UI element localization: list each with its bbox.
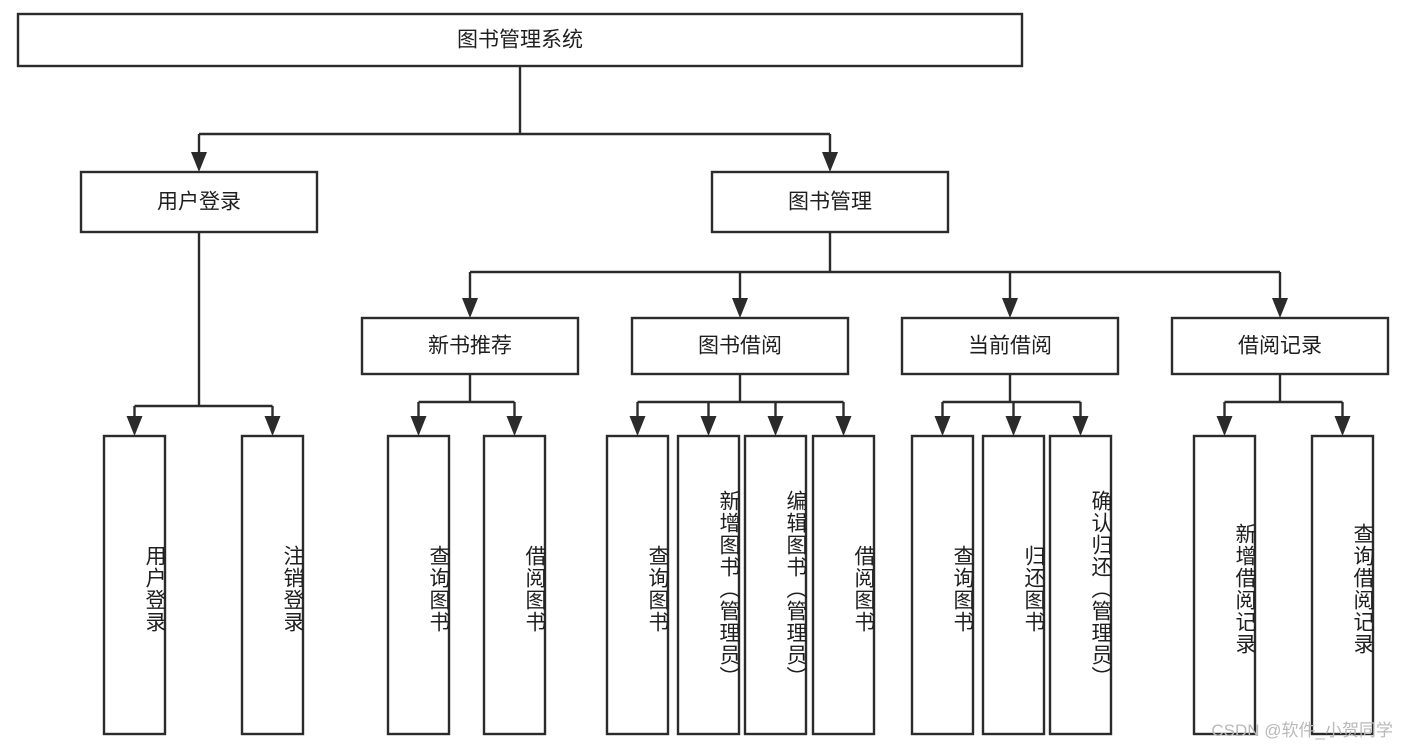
arrow-head-icon <box>700 416 717 436</box>
watermark-text: CSDN @软件_小贺同学 <box>1211 721 1393 740</box>
arrow-head-icon <box>767 416 784 436</box>
node-box-leaf-return-book[interactable] <box>981 434 1046 736</box>
node-box-root[interactable] <box>16 12 1024 68</box>
arrow-head-icon <box>462 298 478 318</box>
node-leaf-add-borrow-record[interactable] <box>1192 434 1257 736</box>
node-leaf-borrow-book-recommend[interactable] <box>482 434 547 736</box>
arrow-head-icon <box>1216 416 1233 436</box>
node-box-leaf-borrow-book-recommend[interactable] <box>482 434 547 736</box>
arrow-head-icon <box>126 416 143 436</box>
arrow-head-icon <box>1334 416 1351 436</box>
node-leaf-edit-book-admin[interactable] <box>743 434 808 736</box>
arrow-head-icon <box>1072 416 1089 436</box>
node-root[interactable]: 图书管理系统 <box>16 12 1024 68</box>
node-borrow-record[interactable]: 借阅记录 <box>1170 316 1390 376</box>
node-leaf-add-book-admin[interactable] <box>676 434 741 736</box>
node-label-current-borrow: 当前借阅 <box>968 335 1052 358</box>
node-box-book-borrow[interactable] <box>630 316 850 376</box>
node-box-leaf-user-login[interactable] <box>102 434 167 736</box>
arrow-head-icon <box>732 298 748 318</box>
node-label-book-borrow: 图书借阅 <box>698 335 782 358</box>
arrow-head-icon <box>934 416 951 436</box>
node-label-borrow-record: 借阅记录 <box>1238 335 1322 358</box>
node-leaf-confirm-return-admin[interactable] <box>1048 434 1113 736</box>
node-box-leaf-query-book-recommend[interactable] <box>386 434 451 736</box>
node-box-leaf-borrow-book[interactable] <box>811 434 876 736</box>
arrow-head-icon <box>264 416 281 436</box>
node-box-leaf-query-borrow-record[interactable] <box>1310 434 1375 736</box>
node-box-leaf-query-book-borrow[interactable] <box>605 434 670 736</box>
node-box-user-login[interactable] <box>79 170 319 234</box>
arrow-head-icon <box>410 416 427 436</box>
node-box-leaf-query-book-current[interactable] <box>910 434 975 736</box>
arrow-head-icon <box>822 152 838 172</box>
arrow-head-icon <box>506 416 523 436</box>
node-book-manage[interactable]: 图书管理 <box>710 170 950 234</box>
node-label-root: 图书管理系统 <box>457 29 583 52</box>
arrow-head-icon <box>835 416 852 436</box>
arrow-head-icon <box>191 152 207 172</box>
node-label-user-login: 用户登录 <box>157 191 241 214</box>
node-box-leaf-edit-book-admin[interactable] <box>743 434 808 736</box>
node-new-book-recommend[interactable]: 新书推荐 <box>360 316 580 376</box>
node-box-leaf-logout-login[interactable] <box>240 434 305 736</box>
node-box-borrow-record[interactable] <box>1170 316 1390 376</box>
node-box-leaf-add-borrow-record[interactable] <box>1192 434 1257 736</box>
node-box-leaf-confirm-return-admin[interactable] <box>1048 434 1113 736</box>
node-box-book-manage[interactable] <box>710 170 950 234</box>
node-box-current-borrow[interactable] <box>900 316 1120 376</box>
node-leaf-user-login[interactable] <box>102 434 167 736</box>
node-box-new-book-recommend[interactable] <box>360 316 580 376</box>
arrow-head-icon <box>1005 416 1022 436</box>
edges-layer <box>126 66 1351 436</box>
node-label-book-manage: 图书管理 <box>788 191 872 214</box>
node-book-borrow[interactable]: 图书借阅 <box>630 316 850 376</box>
node-current-borrow[interactable]: 当前借阅 <box>900 316 1120 376</box>
node-leaf-return-book[interactable] <box>981 434 1046 736</box>
arrow-head-icon <box>629 416 646 436</box>
node-leaf-borrow-book[interactable] <box>811 434 876 736</box>
node-user-login[interactable]: 用户登录 <box>79 170 319 234</box>
node-leaf-query-book-recommend[interactable] <box>386 434 451 736</box>
node-leaf-query-book-current[interactable] <box>910 434 975 736</box>
arrow-head-icon <box>1272 298 1288 318</box>
arrow-head-icon <box>1002 298 1018 318</box>
node-box-leaf-add-book-admin[interactable] <box>676 434 741 736</box>
node-leaf-query-borrow-record[interactable] <box>1310 434 1375 736</box>
node-label-new-book-recommend: 新书推荐 <box>428 335 512 358</box>
node-leaf-logout-login[interactable] <box>240 434 305 736</box>
node-leaf-query-book-borrow[interactable] <box>605 434 670 736</box>
